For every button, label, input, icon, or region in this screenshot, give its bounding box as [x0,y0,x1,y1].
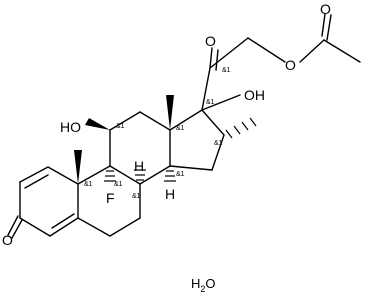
atom-o-ester: O [285,57,296,73]
atom-h-c8: H [134,158,144,174]
stereo-marker-c17: &1 [206,99,215,106]
atom-o-hydroxy-c17: OH [244,87,265,103]
water-h: H [191,276,200,291]
water-label: H2O [191,276,216,294]
stereo-marker-c20: &1 [222,67,231,74]
stereo-marker-c11: &1 [116,123,125,130]
stereo-marker-c10: &1 [84,181,93,188]
atom-o-ketone-c3: O [2,232,13,248]
atom-o-ketone-c20: O [205,33,216,49]
stereo-bonds [74,95,257,184]
stereo-marker-c8: &1 [132,193,141,200]
atom-f-c9: F [106,190,115,206]
atom-labels: O HO F H H O OH O O [2,1,331,248]
stereo-marker-c14: &1 [176,171,185,178]
stereo-marker-c16: &1 [214,140,223,147]
water-subscript: 2 [200,284,205,294]
stereo-marker-c13: &1 [176,125,185,132]
atom-o-hydroxy-c11: HO [60,119,81,135]
water-o: O [205,276,215,291]
stereo-marker-c9: &1 [114,181,123,188]
svg-text:H2O: H2O [191,276,216,294]
stereo-markers: &1 &1 &1 &1 &1 &1 &1 &1 &1 [84,67,231,200]
atom-o-acetyl: O [320,1,331,17]
atom-h-c14: H [165,186,175,202]
bond-lines [7,13,361,239]
